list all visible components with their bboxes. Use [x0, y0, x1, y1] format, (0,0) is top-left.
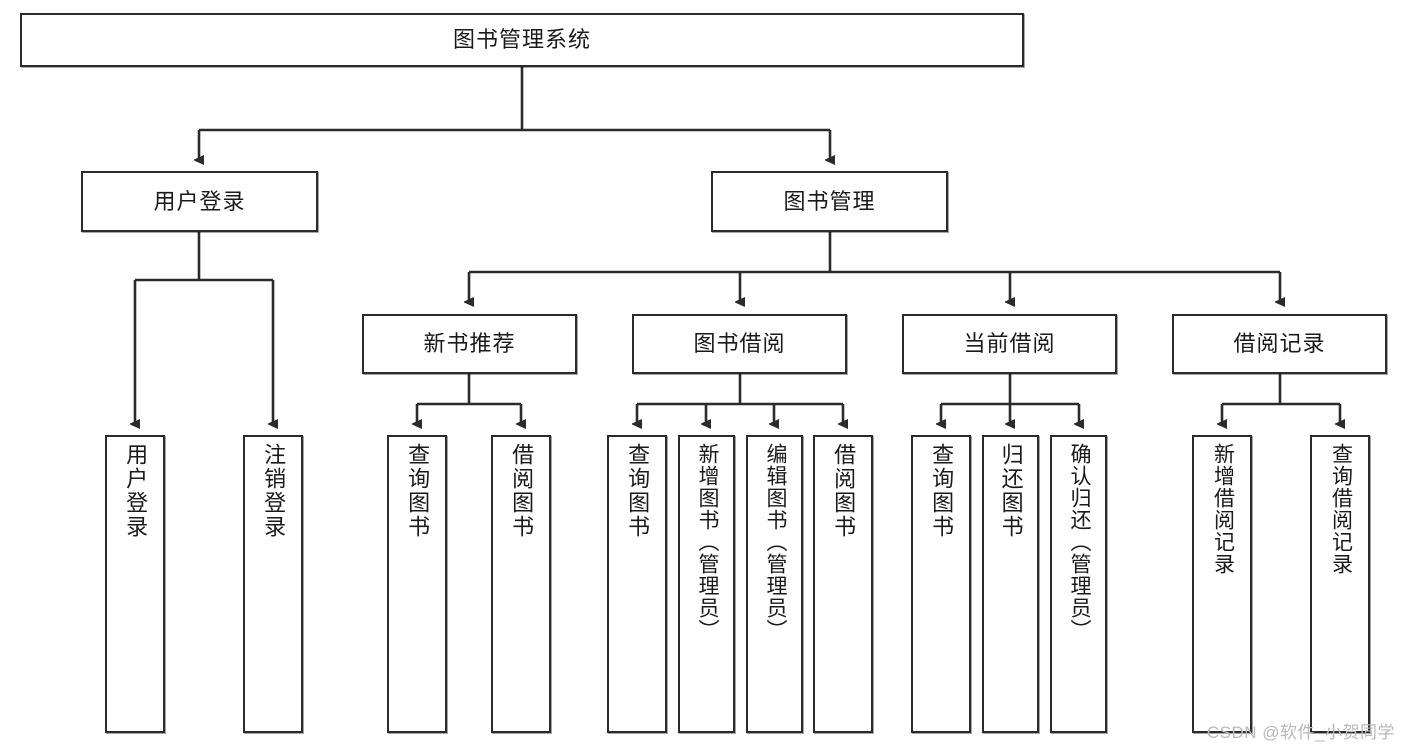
node-leaf-query-book-current[interactable]: 查询图书 [911, 435, 971, 733]
node-label: 图书借阅 [693, 331, 786, 356]
node-leaf-logout-login[interactable]: 注销登录 [243, 435, 303, 733]
node-label: 用户登录 [123, 443, 149, 539]
node-leaf-query-borrow-record[interactable]: 查询借阅记录 [1310, 435, 1370, 733]
node-label: 新增图书（管理员） [695, 443, 719, 641]
node-label: 当前借阅 [963, 331, 1056, 356]
node-leaf-return-book[interactable]: 归还图书 [982, 435, 1039, 733]
node-book-management[interactable]: 图书管理 [711, 171, 948, 232]
node-leaf-query-book-recommend[interactable]: 查询图书 [387, 435, 447, 733]
node-leaf-edit-book-admin[interactable]: 编辑图书（管理员） [746, 435, 803, 733]
node-label: 新增借阅记录 [1211, 443, 1235, 575]
node-borrow-record[interactable]: 借阅记录 [1172, 314, 1387, 374]
node-root-book-management-system[interactable]: 图书管理系统 [20, 13, 1024, 67]
node-label: 借阅图书 [509, 443, 535, 539]
node-label: 归还图书 [998, 443, 1024, 539]
node-book-borrow[interactable]: 图书借阅 [632, 314, 847, 374]
csdn-watermark: CSDN @软件_小贺同学 [1206, 723, 1395, 742]
node-label: 图书管理 [783, 188, 876, 214]
node-label: 确认归还（管理员） [1067, 443, 1091, 641]
node-label: 借阅记录 [1233, 331, 1326, 356]
node-label: 图书管理系统 [452, 27, 591, 52]
node-new-book-recommend[interactable]: 新书推荐 [362, 314, 577, 374]
node-label: 查询图书 [625, 443, 651, 539]
node-label: 查询图书 [405, 443, 431, 539]
node-label: 编辑图书（管理员） [763, 443, 787, 641]
node-current-borrow[interactable]: 当前借阅 [902, 314, 1117, 374]
node-label: 借阅图书 [831, 443, 857, 539]
node-label: 新书推荐 [423, 331, 516, 356]
node-label: 用户登录 [153, 188, 246, 214]
node-leaf-add-book-admin[interactable]: 新增图书（管理员） [678, 435, 735, 733]
node-label: 注销登录 [261, 443, 287, 539]
node-leaf-add-borrow-record[interactable]: 新增借阅记录 [1192, 435, 1252, 733]
node-leaf-query-book-borrow[interactable]: 查询图书 [607, 435, 667, 733]
node-leaf-borrow-book-borrow[interactable]: 借阅图书 [813, 435, 873, 733]
node-label: 查询借阅记录 [1329, 443, 1353, 575]
node-leaf-confirm-return-admin[interactable]: 确认归还（管理员） [1050, 435, 1107, 733]
node-user-login[interactable]: 用户登录 [81, 171, 318, 232]
node-leaf-user-login[interactable]: 用户登录 [105, 435, 165, 733]
node-leaf-borrow-book-recommend[interactable]: 借阅图书 [491, 435, 551, 733]
node-label: 查询图书 [929, 443, 955, 539]
